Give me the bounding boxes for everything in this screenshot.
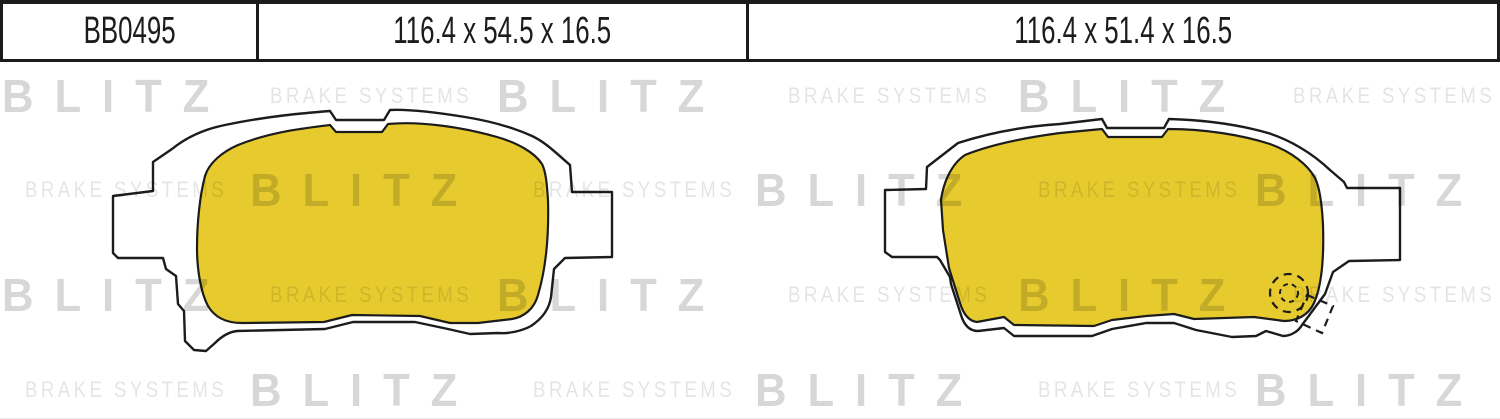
- right-pad-drawing: [883, 117, 1402, 339]
- wear-indicator-outer-circle: [1268, 272, 1310, 314]
- dimensions-right-cell: 116.4 x 51.4 x 16.5: [749, 4, 1497, 59]
- right-pad-dimensions: 116.4 x 51.4 x 16.5: [1014, 10, 1232, 52]
- right-pad-friction: [939, 127, 1325, 328]
- part-number: BB0495: [83, 10, 176, 52]
- dimensions-left-cell: 116.4 x 54.5 x 16.5: [259, 4, 749, 59]
- wear-sensor-tab: [1294, 293, 1335, 335]
- spec-header-row: BB0495 116.4 x 54.5 x 16.5 116.4 x 51.4 …: [0, 0, 1500, 62]
- part-number-cell: BB0495: [3, 4, 259, 59]
- left-pad-drawing: [111, 108, 614, 353]
- left-pad-dimensions: 116.4 x 54.5 x 16.5: [393, 10, 612, 52]
- wear-indicator-inner-circle: [1279, 283, 1299, 303]
- left-pad-friction: [195, 122, 550, 325]
